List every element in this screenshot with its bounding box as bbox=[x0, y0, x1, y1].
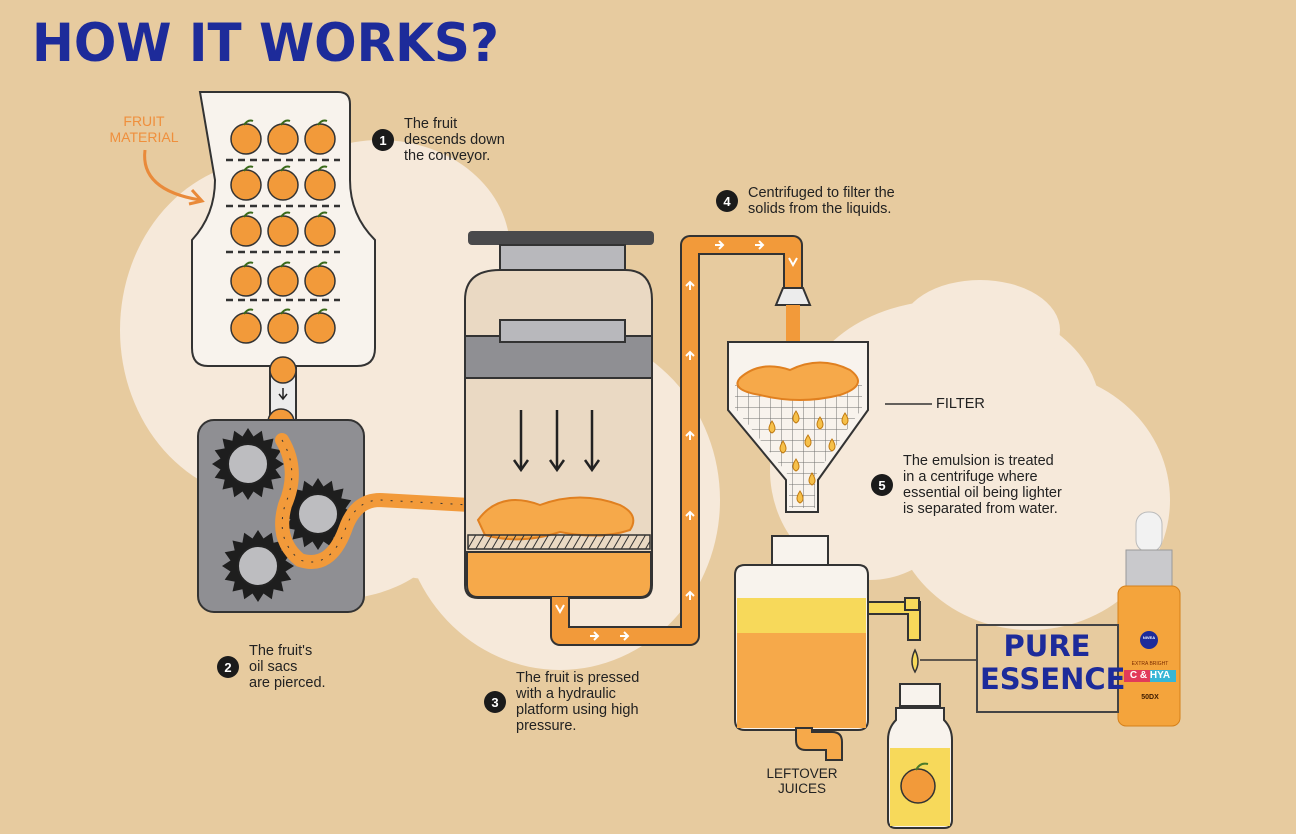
orange-icon bbox=[267, 169, 299, 201]
oil-drop-icon bbox=[804, 434, 812, 448]
step-1: 1 The fruit descends down the conveyor. bbox=[372, 116, 505, 164]
orange-icon bbox=[230, 312, 262, 344]
step-5-badge: 5 bbox=[871, 474, 893, 496]
orange-icon bbox=[230, 215, 262, 247]
oil-drop-icon bbox=[808, 472, 816, 486]
fruit-material-label: FRUIT MATERIAL bbox=[109, 113, 179, 145]
pipe-system bbox=[550, 235, 812, 646]
step-5: 5 The emulsion is treated in a centrifug… bbox=[871, 453, 1062, 517]
serum-label-main: C & HYA bbox=[1129, 670, 1171, 681]
conveyor-shelves bbox=[226, 158, 340, 302]
pure-essence-line-1: PURE bbox=[1003, 629, 1091, 663]
filter-funnel bbox=[727, 341, 932, 624]
orange-icon bbox=[304, 123, 336, 155]
orange-icon bbox=[267, 312, 299, 344]
oil-drop-icon bbox=[828, 438, 836, 452]
step-1-text: The fruit descends down the conveyor. bbox=[404, 116, 505, 164]
oil-drop-icon bbox=[779, 440, 787, 454]
collection-tank bbox=[734, 535, 976, 761]
orange-icon bbox=[267, 265, 299, 297]
step-2-text: The fruit's oil sacs are pierced. bbox=[249, 643, 326, 691]
step-4: 4 Centrifuged to filter the solids from … bbox=[716, 185, 895, 217]
step-3-badge: 3 bbox=[484, 691, 506, 713]
nozzle bbox=[774, 287, 812, 306]
crusher bbox=[197, 419, 477, 613]
orange-fruits bbox=[230, 119, 336, 344]
oil-drop-icon bbox=[841, 412, 849, 426]
step-2: 2 The fruit's oil sacs are pierced. bbox=[217, 643, 326, 691]
step-3-text: The fruit is pressed with a hydraulic pl… bbox=[516, 670, 640, 734]
fruit-label-arrow bbox=[143, 149, 201, 202]
step-1-badge: 1 bbox=[372, 129, 394, 151]
serum-label-dose: 50DX bbox=[1141, 694, 1159, 701]
orange-icon bbox=[304, 312, 336, 344]
flow-arrows bbox=[555, 240, 798, 641]
orange-icon bbox=[230, 169, 262, 201]
step-4-badge: 4 bbox=[716, 190, 738, 212]
press-arrows bbox=[512, 410, 601, 473]
orange-icon bbox=[230, 123, 262, 155]
orange-icon bbox=[230, 265, 262, 297]
orange-icon bbox=[267, 123, 299, 155]
oil-drop-icon bbox=[796, 490, 804, 504]
pure-essence-box bbox=[976, 624, 1119, 713]
oil-drop-icon bbox=[792, 458, 800, 472]
hydraulic-press bbox=[464, 231, 654, 599]
oil-bottle bbox=[887, 683, 953, 829]
serum-label-top: EXTRA BRIGHT bbox=[1131, 661, 1169, 667]
orange-icon bbox=[267, 215, 299, 247]
oil-drop-icon bbox=[768, 420, 776, 434]
oil-drop-icon bbox=[792, 410, 800, 424]
page-title: HOW IT WORKS? bbox=[32, 12, 499, 74]
step-5-text: The emulsion is treated in a centrifuge … bbox=[903, 453, 1062, 517]
oil-drop-icon bbox=[816, 416, 824, 430]
filter-label: FILTER bbox=[936, 396, 985, 412]
step-3: 3 The fruit is pressed with a hydraulic … bbox=[484, 670, 639, 734]
pure-essence-line-2: ESSENCE bbox=[980, 662, 1126, 696]
crushed-juice-flow bbox=[275, 433, 477, 569]
fruit-conveyor bbox=[191, 91, 376, 436]
pressed-fruit bbox=[476, 496, 635, 541]
serum-brand: NIVEA bbox=[1142, 635, 1156, 640]
orange-icon bbox=[304, 169, 336, 201]
step-4-text: Centrifuged to filter the solids from th… bbox=[748, 185, 895, 217]
leftover-juices-label: LEFTOVER JUICES bbox=[766, 766, 838, 796]
step-2-badge: 2 bbox=[217, 656, 239, 678]
serum-product bbox=[1117, 511, 1181, 727]
orange-icon bbox=[304, 215, 336, 247]
orange-icon bbox=[304, 265, 336, 297]
crusher-gears bbox=[212, 428, 354, 602]
pure-essence-headline: PURE ESSENCE bbox=[980, 629, 1126, 696]
